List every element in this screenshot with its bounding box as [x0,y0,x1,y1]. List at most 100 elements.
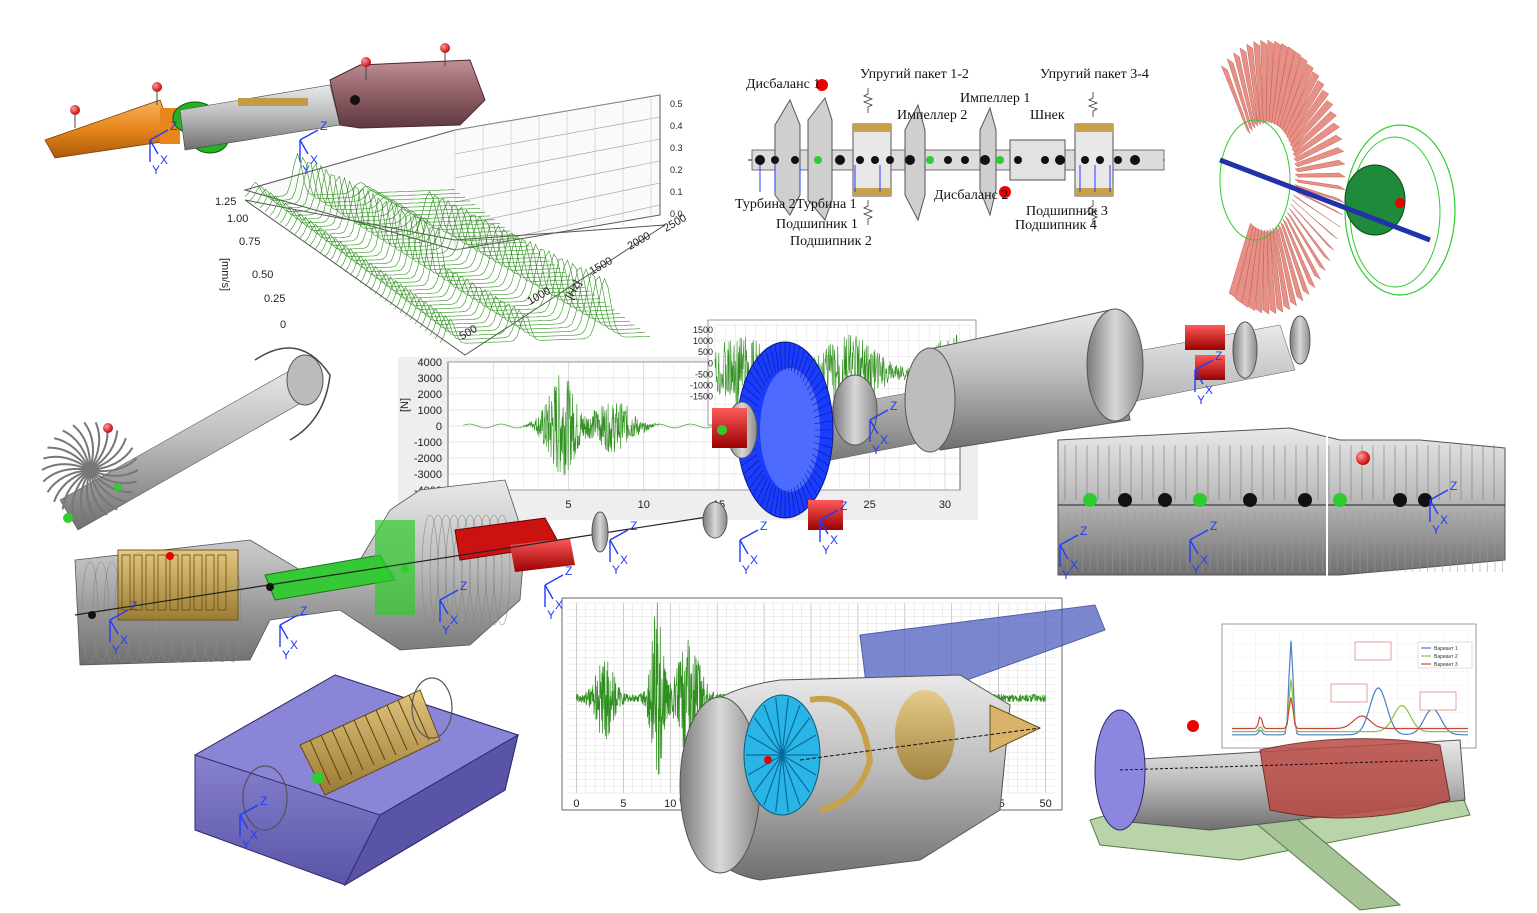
z-tick: 0.0 [670,209,683,219]
disc-blade [752,474,766,496]
mini-y-tick: -500 [695,369,713,379]
freq-tick: 1500 [588,255,615,278]
schematic-node [1114,156,1122,164]
schematic-node [871,156,879,164]
axis-triad: YZX [1059,524,1087,582]
disc-blade [814,420,833,425]
x-axis-label: X [1070,558,1078,572]
mini-y-tick: -1000 [690,380,713,390]
fan-blade [781,754,789,813]
impeller-blade [46,469,91,493]
coil [353,719,375,766]
z-axis-arrow [279,614,299,626]
amp-tick: 1.00 [227,213,248,225]
section-node [1193,493,1207,507]
spectrum-line [294,185,506,235]
blade [1293,134,1343,162]
y-axis-label: Y [302,163,310,177]
fan-blade [753,754,783,793]
disc-blade [765,349,774,376]
z-axis-label: Z [840,499,847,513]
disc-blade [774,488,780,517]
disc-blade [779,342,783,371]
schematic-node [1081,156,1089,164]
grid-line [454,94,661,131]
z-axis-arrow [149,129,169,141]
coil [397,699,419,746]
disc-blade [765,484,774,511]
schematic-nodes [755,88,1140,225]
impeller-blade [43,455,91,471]
z-axis-arrow [1194,359,1214,371]
spring-icon [1087,200,1099,225]
disc-blade [812,393,830,406]
x-tick: 10 [638,499,650,511]
blade [1292,122,1340,158]
schematic-node [996,156,1004,164]
x-axis-arrow [609,539,619,555]
impeller-blade [89,469,137,485]
z-axis-label: Z [760,519,767,533]
disc-blade [749,370,763,391]
blade [1226,58,1254,132]
axis-triad: YZX [439,579,467,637]
fan-blade [763,704,783,756]
turbine-blades [1220,39,1346,315]
z-axis-label: Z [130,599,137,613]
spectrum-line [274,174,486,220]
blade [1290,203,1335,251]
disc-blade [740,393,758,406]
disc-blade [745,465,761,482]
z-axis-label: Z [1210,519,1217,533]
coil [193,554,203,611]
y-tick: 4000 [418,357,442,369]
fan-blade [775,697,783,756]
coil [121,554,131,611]
fan-blade [781,697,789,756]
disc-blade [809,378,825,395]
z-tick: 0.5 [670,99,683,109]
blade [1239,47,1259,127]
coil [364,714,386,761]
schematic-node [791,156,799,164]
y-axis-label: Y [1197,393,1205,407]
blade [1241,226,1259,308]
waterfall-z-ticks: 0.5 0.4 0.3 0.2 0.1 0.0 [670,99,683,219]
x-axis-arrow [239,814,249,830]
z-axis-arrow [869,409,889,421]
spectrum-line [434,275,646,340]
y-tick: -1000 [414,437,442,449]
fan-blade [781,754,817,776]
x-axis-arrow [1429,499,1439,515]
freq-tick: 500 [458,323,480,343]
waterfall-amplitude-ticks: 1.25 1.00 0.75 0.50 0.25 0 [215,196,286,331]
disc-blade [796,349,805,376]
blade [1265,39,1274,124]
disc-blade [804,474,818,496]
z-axis-arrow [109,609,129,621]
axis-triad: YZX [609,519,637,577]
disc-blade [814,411,833,418]
z-axis-arrow [1189,529,1209,541]
impeller-blade [53,437,91,471]
impeller-blade [47,446,91,471]
disc-blade [807,370,821,391]
z-axis-arrow [609,529,629,541]
z-axis-label: Z [300,604,307,618]
x-axis-arrow [299,139,309,155]
impeller-blade [61,469,91,510]
section-node [1083,493,1097,507]
spectrum-line [244,152,456,197]
blade [1289,100,1334,148]
mini-y-tick: 500 [698,347,713,357]
blade [1269,228,1284,313]
schematic-node [1041,156,1049,164]
label-turbine-2: Турбина 2 [735,197,796,212]
z-axis-arrow [439,589,459,601]
turbine-blades-model [1219,39,1456,315]
blade [1291,199,1338,240]
disc-blade [790,343,796,372]
blade [1294,184,1345,203]
fan-blade [775,754,783,813]
spectrum-line [279,175,491,224]
